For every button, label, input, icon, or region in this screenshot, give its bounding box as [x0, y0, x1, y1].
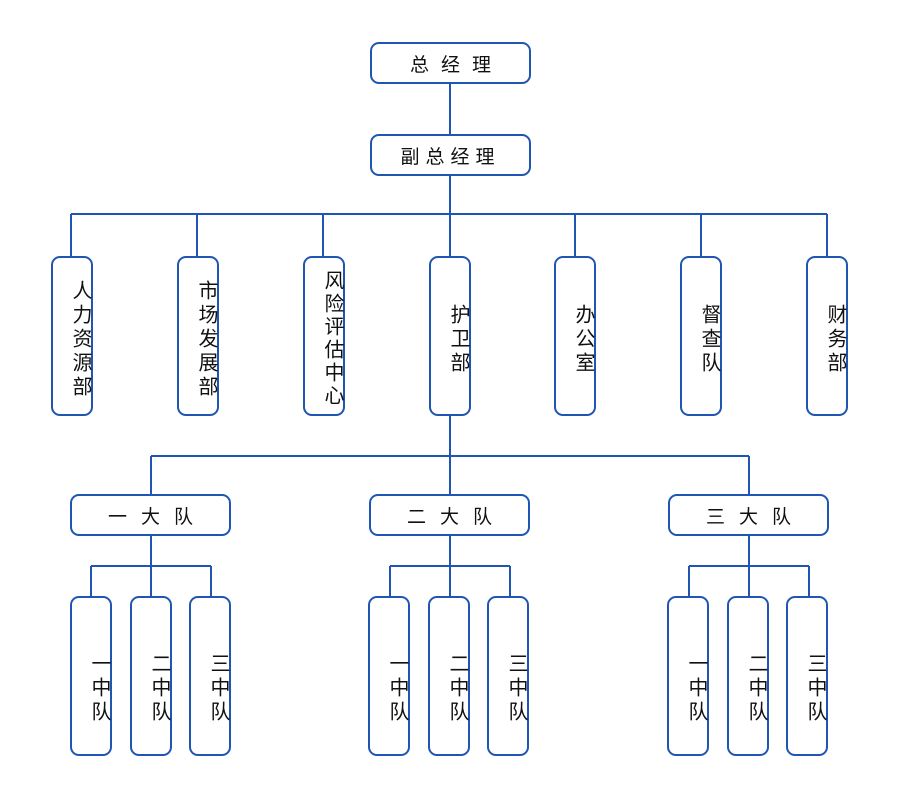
- deputy-gm-box: 副总经理: [370, 134, 531, 176]
- dept-guard: 护卫部: [429, 256, 471, 416]
- squad-1-2: 二中队: [130, 596, 172, 756]
- squad-1-1: 一中队: [70, 596, 112, 756]
- squad-3-3: 三中队: [786, 596, 828, 756]
- squad-3-2: 二中队: [727, 596, 769, 756]
- dept-finance: 财务部: [806, 256, 848, 416]
- squad-1-3: 三中队: [189, 596, 231, 756]
- squad-3-1: 一中队: [667, 596, 709, 756]
- brigade-2: 二大队: [369, 494, 530, 536]
- brigade-3: 三大队: [668, 494, 829, 536]
- dept-inspection: 督查队: [680, 256, 722, 416]
- dept-risk: 风险评估中心: [303, 256, 345, 416]
- squad-2-3: 三中队: [487, 596, 529, 756]
- squad-2-1: 一中队: [368, 596, 410, 756]
- brigade-1: 一大队: [70, 494, 231, 536]
- dept-market: 市场发展部: [177, 256, 219, 416]
- gm-box: 总经理: [370, 42, 531, 84]
- squad-2-2: 二中队: [428, 596, 470, 756]
- dept-hr: 人力资源部: [51, 256, 93, 416]
- dept-office: 办公室: [554, 256, 596, 416]
